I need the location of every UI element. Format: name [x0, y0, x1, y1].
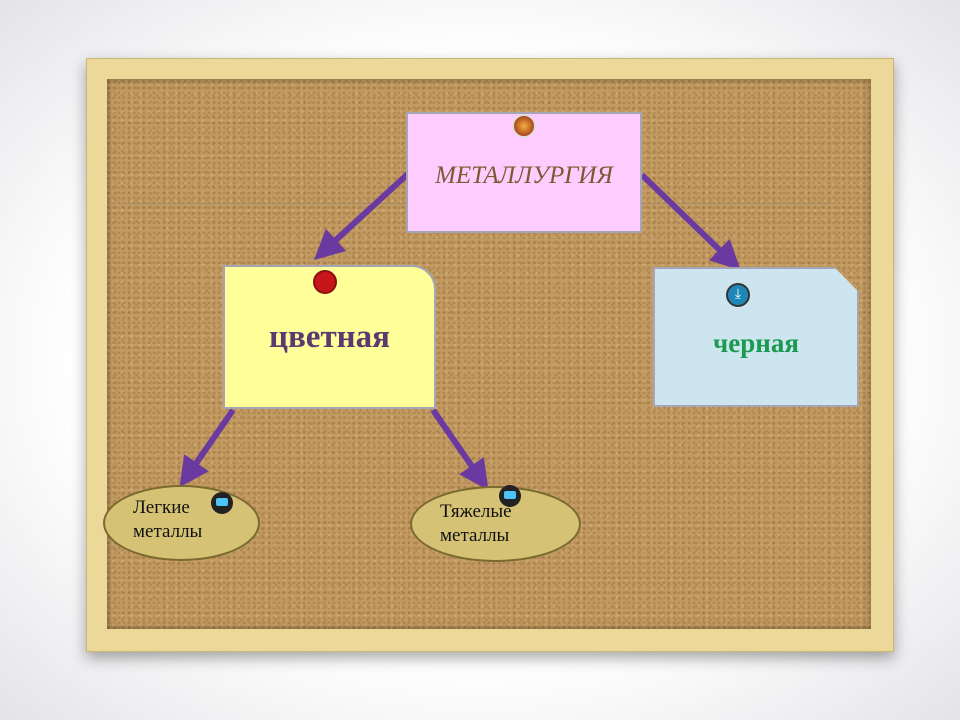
- light-metals-node[interactable]: Легкие металлы: [103, 485, 260, 561]
- heavy-metals-line2: металлы: [440, 525, 510, 546]
- arrow-to-heavy-metals: [430, 408, 489, 491]
- pin-icon: [313, 270, 337, 294]
- comment-icon: [211, 492, 233, 514]
- chernaya-label: черная: [713, 327, 799, 358]
- arrow-to-tsvetnaya: [313, 169, 413, 261]
- root-node[interactable]: МЕТАЛЛУРГИЯ: [406, 112, 642, 233]
- heavy-metals-line1: Тяжелые: [440, 501, 512, 522]
- arrow-to-light-metals: [179, 408, 236, 488]
- heavy-metals-node[interactable]: Тяжелые металлы: [410, 486, 581, 562]
- arrow-to-chernaya: [639, 172, 741, 271]
- download-icon: ⤓: [726, 283, 750, 307]
- light-metals-line2: металлы: [133, 521, 203, 542]
- flag-icon: [512, 114, 536, 138]
- light-metals-line1: Легкие: [133, 497, 190, 518]
- tsvetnaya-label: цветная: [268, 318, 391, 355]
- comment-icon: [499, 485, 521, 507]
- root-label: МЕТАЛЛУРГИЯ: [435, 161, 613, 189]
- chernaya-node[interactable]: черная: [653, 267, 859, 407]
